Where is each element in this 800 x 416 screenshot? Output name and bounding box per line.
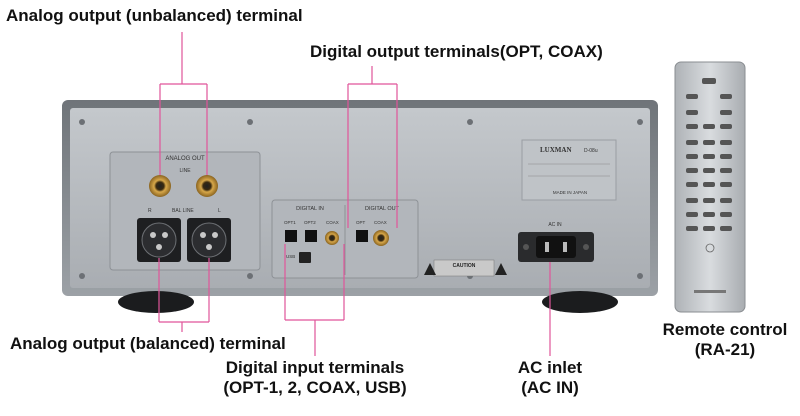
digital-in-label: DIGITAL IN bbox=[296, 206, 324, 212]
opt2-jack bbox=[305, 230, 317, 242]
line-label: LINE bbox=[179, 168, 191, 174]
coax-in-jack bbox=[325, 231, 339, 245]
callout-ac-inlet: AC inlet (AC IN) bbox=[490, 358, 610, 398]
coax-in-label: COAX bbox=[326, 220, 339, 225]
made-in-label: MADE IN JAPAN bbox=[553, 190, 587, 195]
usb-jack bbox=[299, 252, 311, 263]
opt-out-jack bbox=[356, 230, 368, 242]
brand-label: LUXMAN bbox=[540, 146, 572, 154]
callout-digital-input-line1: Digital input terminals bbox=[225, 358, 405, 377]
callout-digital-input-line2: (OPT-1, 2, COAX, USB) bbox=[223, 378, 407, 397]
label-plate: LUXMAN D-08u MADE IN JAPAN bbox=[521, 139, 617, 201]
opt2-label: OPT2 bbox=[304, 220, 316, 225]
callout-digital-output: Digital output terminals(OPT, COAX) bbox=[310, 42, 603, 61]
digital-out-label: DIGITAL OUT bbox=[365, 206, 400, 212]
rca-right-jack bbox=[149, 175, 171, 197]
analog-out-panel: ANALOG OUT LINE R BAL LINE L bbox=[109, 151, 261, 271]
callout-remote-line2: (RA-21) bbox=[694, 340, 756, 359]
callout-analog-balanced: Analog output (balanced) terminal bbox=[10, 334, 286, 353]
l-label: L bbox=[218, 208, 221, 214]
callout-ac-inlet-line2: (AC IN) bbox=[521, 378, 579, 397]
callout-remote: Remote control (RA-21) bbox=[655, 320, 795, 360]
bal-line-label: BAL LINE bbox=[172, 208, 194, 214]
opt-out-label: OPT bbox=[356, 220, 366, 225]
callout-ac-inlet-line1: AC inlet bbox=[517, 358, 583, 377]
callout-digital-input: Digital input terminals (OPT-1, 2, COAX,… bbox=[200, 358, 430, 398]
usb-label: USB bbox=[286, 254, 295, 259]
callout-remote-line1: Remote control bbox=[662, 320, 788, 339]
foot-left bbox=[118, 291, 194, 313]
coax-out-jack bbox=[373, 230, 389, 246]
caution-plate: CAUTION bbox=[424, 259, 507, 277]
rca-left-jack bbox=[196, 175, 218, 197]
callout-analog-unbalanced: Analog output (unbalanced) terminal bbox=[6, 6, 303, 25]
opt1-jack bbox=[285, 230, 297, 242]
r-label: R bbox=[148, 208, 152, 214]
digital-panel: DIGITAL IN DIGITAL OUT OPT1 OPT2 COAX OP… bbox=[271, 199, 419, 279]
remote-control bbox=[674, 61, 746, 313]
ac-inlet: AC IN bbox=[518, 222, 594, 262]
opt1-label: OPT1 bbox=[284, 220, 296, 225]
coax-out-label: COAX bbox=[374, 220, 387, 225]
model-label: D-08u bbox=[584, 148, 598, 154]
ac-in-label: AC IN bbox=[548, 222, 562, 228]
analog-out-label: ANALOG OUT bbox=[165, 156, 205, 162]
callout-lines bbox=[158, 32, 551, 356]
caution-label: CAUTION bbox=[453, 263, 476, 269]
foot-right bbox=[542, 291, 618, 313]
